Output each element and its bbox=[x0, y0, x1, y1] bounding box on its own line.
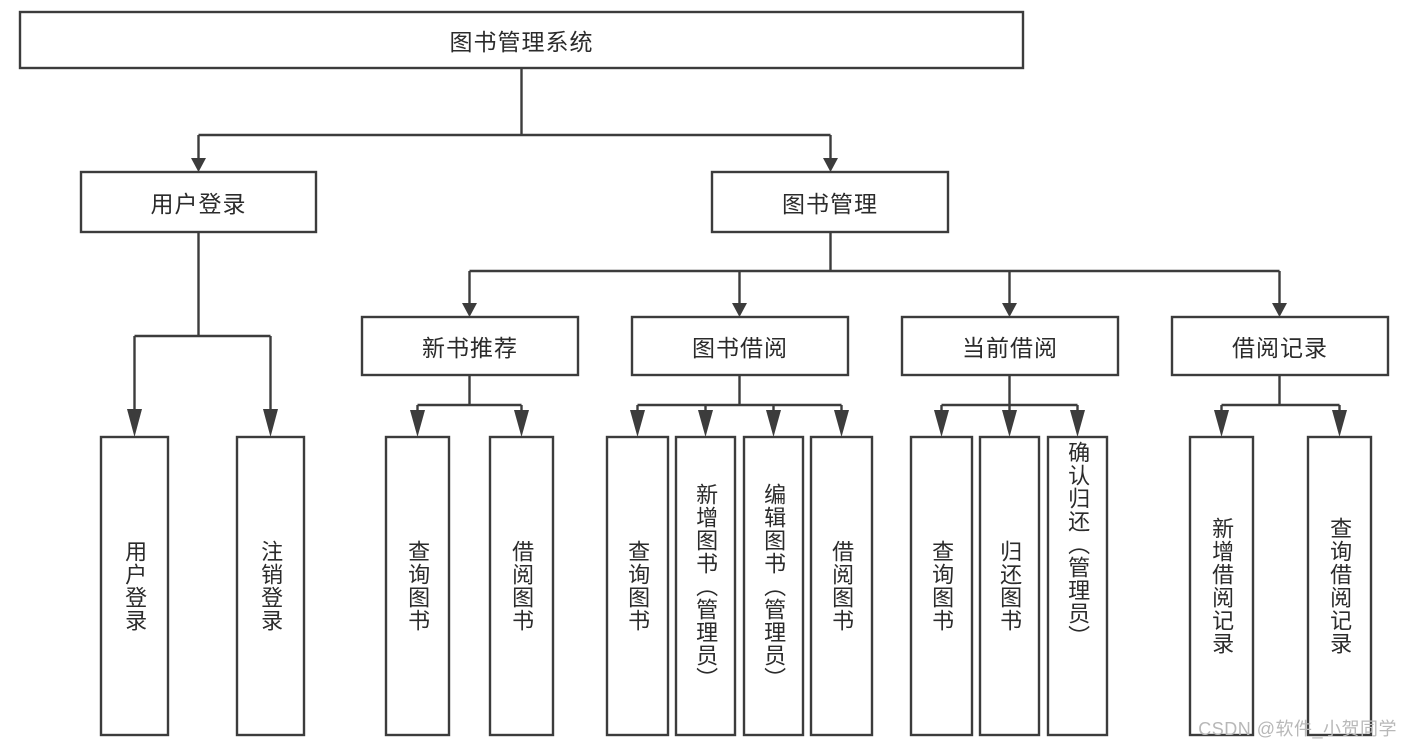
arrow-head-icon bbox=[766, 410, 781, 437]
arrow-head-icon bbox=[1070, 410, 1085, 437]
node-records[interactable] bbox=[1170, 315, 1390, 377]
arrow-head-icon bbox=[410, 410, 425, 437]
node-leaf-borrow-book-1[interactable] bbox=[488, 435, 555, 737]
node-current[interactable] bbox=[900, 315, 1120, 377]
arrow-head-icon bbox=[1002, 303, 1017, 317]
arrow-head-icon bbox=[1214, 410, 1229, 437]
node-layer bbox=[18, 10, 1390, 737]
node-newbook[interactable] bbox=[360, 315, 580, 377]
arrow-head-icon bbox=[630, 410, 645, 437]
arrow-head-icon bbox=[1332, 410, 1347, 437]
arrow-head-icon bbox=[263, 409, 278, 437]
node-leaf-add-book[interactable] bbox=[674, 435, 737, 737]
node-login[interactable] bbox=[79, 170, 318, 234]
arrow-head-icon bbox=[698, 410, 713, 437]
node-leaf-add-record[interactable] bbox=[1188, 435, 1255, 737]
node-leaf-query-book-1[interactable] bbox=[384, 435, 451, 737]
arrow-head-icon bbox=[462, 303, 477, 317]
node-leaf-borrow-book-2[interactable] bbox=[809, 435, 874, 737]
node-leaf-query-book-2[interactable] bbox=[605, 435, 670, 737]
arrow-head-icon bbox=[1272, 303, 1287, 317]
node-borrow[interactable] bbox=[630, 315, 850, 377]
node-root[interactable] bbox=[18, 10, 1025, 70]
arrow-head-icon bbox=[732, 303, 747, 317]
arrow-head-icon bbox=[1002, 410, 1017, 437]
node-leaf-confirm-return[interactable] bbox=[1046, 435, 1109, 737]
node-leaf-logout[interactable] bbox=[235, 435, 306, 737]
arrow-head-icon bbox=[934, 410, 949, 437]
arrow-head-icon bbox=[191, 158, 206, 172]
node-leaf-edit-book[interactable] bbox=[742, 435, 805, 737]
arrow-head-icon bbox=[127, 409, 142, 437]
arrow-head-icon bbox=[823, 158, 838, 172]
node-leaf-query-record[interactable] bbox=[1306, 435, 1373, 737]
arrow-head-icon bbox=[514, 410, 529, 437]
node-leaf-return-book[interactable] bbox=[978, 435, 1041, 737]
arrow-head-icon bbox=[834, 410, 849, 437]
node-leaf-query-book-3[interactable] bbox=[909, 435, 974, 737]
connector-layer bbox=[127, 68, 1347, 437]
node-bookmgmt[interactable] bbox=[710, 170, 950, 234]
node-leaf-user-login[interactable] bbox=[99, 435, 170, 737]
